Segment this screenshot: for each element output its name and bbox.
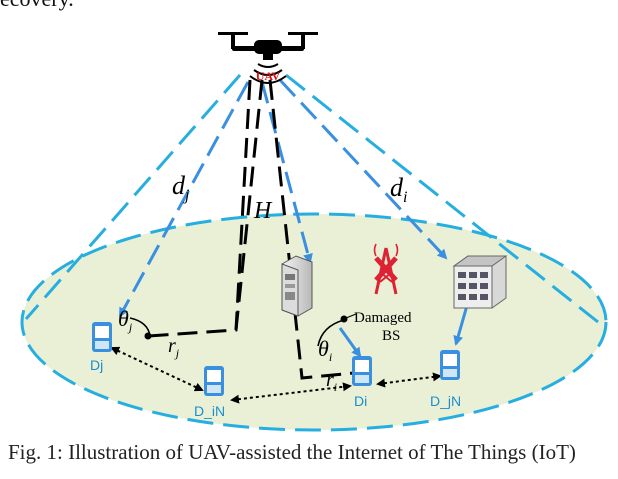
uav-label: UAV — [256, 69, 281, 83]
d2d-links — [110, 346, 442, 404]
label-h: H — [253, 198, 273, 224]
preceding-text: ecovery. — [0, 0, 74, 12]
label-d-j: dj — [172, 171, 190, 204]
signal-waves-icon — [249, 63, 287, 84]
device-label-d-jn: D_jN — [430, 393, 461, 409]
server-cabinet-icon — [281, 255, 313, 317]
mobile-device-icon — [204, 366, 224, 396]
label-r-i: ri — [326, 369, 337, 394]
theta-i-arc — [317, 319, 345, 347]
server-rack-icon — [452, 255, 508, 309]
mobile-device-icon — [352, 356, 372, 386]
uav-links — [118, 78, 448, 318]
damaged-label: Damaged — [354, 310, 412, 326]
device-label-dj: Dj — [90, 357, 103, 373]
bs-label: BS — [382, 328, 400, 344]
figure-caption: Fig. 1: Illustration of UAV-assisted the… — [8, 440, 576, 464]
geometry-lines — [147, 79, 365, 380]
coverage-area — [20, 212, 608, 432]
label-r-j: rj — [168, 335, 180, 360]
label-theta-i: θi — [318, 336, 332, 364]
coverage-cone — [24, 73, 599, 324]
math-labels: dj di H θj rj θi ri — [118, 171, 407, 394]
device-label-di: Di — [354, 393, 367, 409]
mobile-device-icon — [440, 350, 460, 380]
label-theta-j: θj — [118, 306, 133, 334]
damaged-tower-icon — [373, 243, 399, 295]
label-d-i: di — [390, 173, 407, 206]
mobile-device-icon — [92, 322, 112, 352]
drone-icon — [218, 32, 318, 60]
device-label-d-in: D_iN — [194, 403, 225, 419]
